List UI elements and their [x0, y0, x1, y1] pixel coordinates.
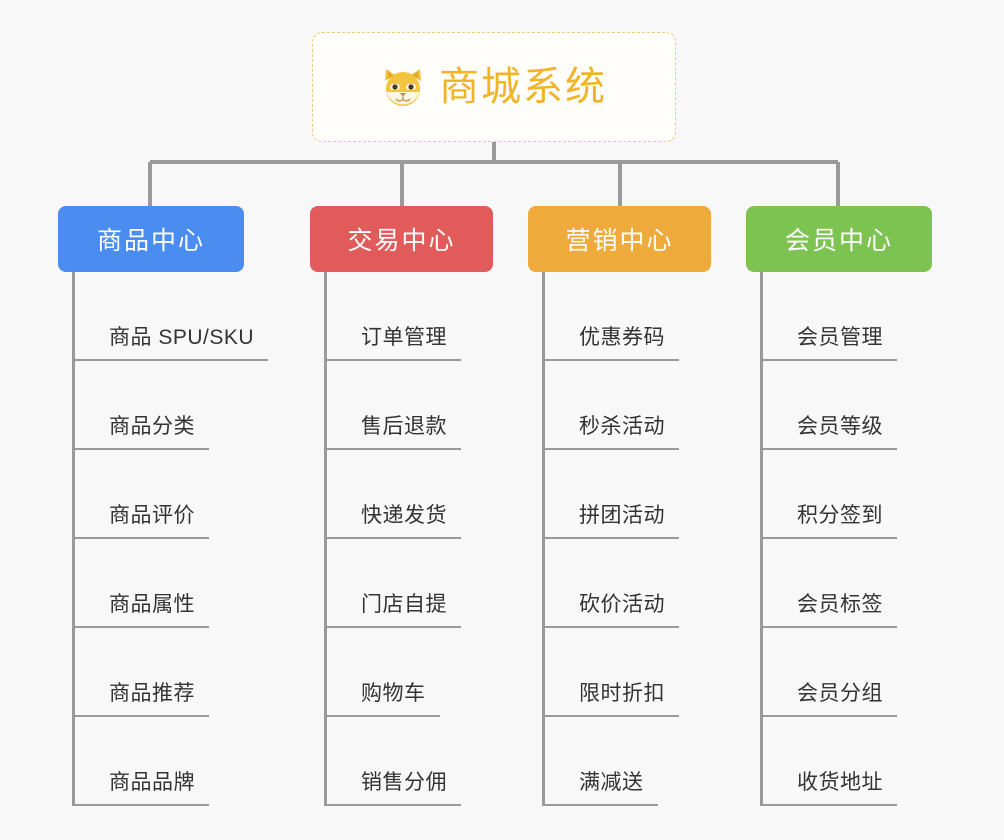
branch-column-3: 营销中心优惠券码秒杀活动拼团活动砍价活动限时折扣满减送 — [528, 206, 711, 806]
leaf-label: 商品品牌 — [109, 771, 195, 794]
leaf-label: 积分签到 — [797, 504, 883, 527]
leaf-underline: 商品评价 — [75, 501, 209, 539]
leaf-underline: 秒杀活动 — [545, 412, 679, 450]
branch-header-4[interactable]: 会员中心 — [746, 206, 932, 272]
leaf-item[interactable]: 砍价活动 — [545, 539, 679, 628]
leaf-item[interactable]: 限时折扣 — [545, 628, 679, 717]
leaf-underline: 商品 SPU/SKU — [75, 323, 269, 361]
leaf-item[interactable]: 收货地址 — [763, 717, 897, 806]
leaf-label: 订单管理 — [361, 326, 447, 349]
leaf-label: 会员等级 — [797, 415, 883, 438]
leaf-label: 购物车 — [361, 682, 426, 705]
leaf-list-1: 商品 SPU/SKU 商品分类商品评价商品属性商品推荐商品品牌 — [72, 272, 269, 806]
leaf-item[interactable]: 会员等级 — [763, 361, 897, 450]
leaf-label: 商品 SPU/SKU — [109, 326, 255, 349]
leaf-underline: 砍价活动 — [545, 590, 679, 628]
leaf-label: 会员分组 — [797, 682, 883, 705]
leaf-list-3: 优惠券码秒杀活动拼团活动砍价活动限时折扣满减送 — [542, 272, 679, 806]
leaf-label: 商品评价 — [109, 504, 195, 527]
branch-column-2: 交易中心订单管理售后退款快递发货门店自提购物车销售分佣 — [310, 206, 493, 806]
leaf-underline: 优惠券码 — [545, 323, 679, 361]
leaf-label: 砍价活动 — [579, 593, 665, 616]
leaf-underline: 销售分佣 — [327, 768, 461, 806]
leaf-item[interactable]: 优惠券码 — [545, 272, 679, 361]
leaf-underline: 快递发货 — [327, 501, 461, 539]
leaf-underline: 收货地址 — [763, 768, 897, 806]
leaf-item[interactable]: 商品属性 — [75, 539, 268, 628]
leaf-underline: 会员分组 — [763, 679, 897, 717]
leaf-underline: 拼团活动 — [545, 501, 679, 539]
leaf-label: 会员管理 — [797, 326, 883, 349]
leaf-list-4: 会员管理会员等级积分签到会员标签会员分组收货地址 — [760, 272, 897, 806]
leaf-label: 拼团活动 — [579, 504, 665, 527]
leaf-underline: 商品品牌 — [75, 768, 209, 806]
branch-header-2[interactable]: 交易中心 — [310, 206, 493, 272]
leaf-underline: 商品属性 — [75, 590, 209, 628]
leaf-item[interactable]: 商品 SPU/SKU — [75, 272, 269, 361]
leaf-item[interactable]: 商品分类 — [75, 361, 268, 450]
leaf-label: 门店自提 — [361, 593, 447, 616]
leaf-label: 商品分类 — [109, 415, 195, 438]
branch-header-3[interactable]: 营销中心 — [528, 206, 711, 272]
leaf-label: 快递发货 — [361, 504, 447, 527]
leaf-underline: 限时折扣 — [545, 679, 679, 717]
leaf-underline: 商品分类 — [75, 412, 209, 450]
leaf-label: 销售分佣 — [361, 771, 447, 794]
leaf-item[interactable]: 满减送 — [545, 717, 679, 806]
leaf-item[interactable]: 商品评价 — [75, 450, 268, 539]
leaf-item[interactable]: 销售分佣 — [327, 717, 461, 806]
leaf-underline: 售后退款 — [327, 412, 461, 450]
leaf-label: 售后退款 — [361, 415, 447, 438]
leaf-underline: 会员管理 — [763, 323, 897, 361]
branch-header-1[interactable]: 商品中心 — [58, 206, 244, 272]
leaf-underline: 积分签到 — [763, 501, 897, 539]
leaf-item[interactable]: 拼团活动 — [545, 450, 679, 539]
leaf-label: 优惠券码 — [579, 326, 665, 349]
leaf-label: 商品属性 — [109, 593, 195, 616]
leaf-underline: 订单管理 — [327, 323, 461, 361]
branch-column-4: 会员中心会员管理会员等级积分签到会员标签会员分组收货地址 — [746, 206, 932, 806]
leaf-label: 收货地址 — [797, 771, 883, 794]
leaf-underline: 门店自提 — [327, 590, 461, 628]
leaf-item[interactable]: 售后退款 — [327, 361, 461, 450]
leaf-item[interactable]: 订单管理 — [327, 272, 461, 361]
leaf-label: 会员标签 — [797, 593, 883, 616]
leaf-label: 秒杀活动 — [579, 415, 665, 438]
leaf-label: 商品推荐 — [109, 682, 195, 705]
leaf-item[interactable]: 积分签到 — [763, 450, 897, 539]
leaf-item[interactable]: 购物车 — [327, 628, 461, 717]
leaf-underline: 会员标签 — [763, 590, 897, 628]
leaf-label: 限时折扣 — [579, 682, 665, 705]
leaf-item[interactable]: 快递发货 — [327, 450, 461, 539]
root-title: 商城系统 — [439, 65, 607, 109]
leaf-item[interactable]: 商品推荐 — [75, 628, 268, 717]
shiba-dog-icon — [381, 66, 425, 108]
leaf-item[interactable]: 秒杀活动 — [545, 361, 679, 450]
leaf-list-2: 订单管理售后退款快递发货门店自提购物车销售分佣 — [324, 272, 461, 806]
leaf-item[interactable]: 会员分组 — [763, 628, 897, 717]
leaf-item[interactable]: 门店自提 — [327, 539, 461, 628]
leaf-label: 满减送 — [579, 771, 644, 794]
leaf-item[interactable]: 会员管理 — [763, 272, 897, 361]
root-node[interactable]: 商城系统 — [312, 32, 676, 142]
leaf-item[interactable]: 商品品牌 — [75, 717, 268, 806]
leaf-underline: 会员等级 — [763, 412, 897, 450]
branch-column-1: 商品中心商品 SPU/SKU 商品分类商品评价商品属性商品推荐商品品牌 — [58, 206, 269, 806]
leaf-underline: 购物车 — [327, 679, 440, 717]
leaf-underline: 商品推荐 — [75, 679, 209, 717]
leaf-item[interactable]: 会员标签 — [763, 539, 897, 628]
leaf-underline: 满减送 — [545, 768, 658, 806]
